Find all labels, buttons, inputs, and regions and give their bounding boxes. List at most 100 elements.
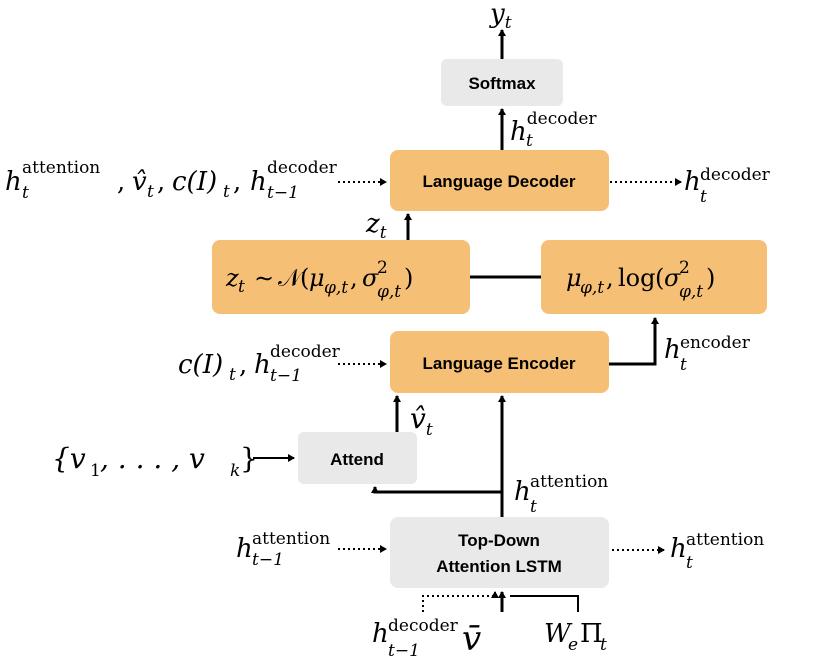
svg-text:h: h [254,350,271,380]
label-encoder-inputs: c(I) t , h decoder t−1 [178,342,341,386]
svg-text:h: h [664,335,681,365]
svg-text:t−1: t−1 [388,641,420,661]
svg-text:, . . . , v: , . . . , v [100,442,205,475]
svg-text:h: h [372,619,389,649]
svg-text:log: log [618,264,656,292]
svg-text:h: h [670,534,687,564]
label-v-hat-t: v̂t [410,402,433,440]
svg-text:,: , [157,167,165,197]
svg-text:attention: attention [22,158,100,178]
svg-text:φ,t: φ,t [324,278,348,298]
svg-text:z: z [225,264,239,292]
svg-text:t: t [147,182,154,202]
attend-label: Attend [330,450,384,469]
svg-text:,: , [606,264,614,292]
topdown-label-line2: Attention LSTM [436,557,562,576]
svg-text:φ,t: φ,t [377,282,401,302]
svg-text:t: t [238,277,245,297]
svg-text:decoder: decoder [270,342,341,362]
latent-sample-box [212,240,470,314]
svg-text:φ,t: φ,t [679,282,703,302]
svg-text:σ: σ [362,264,379,292]
label-image-features: {v 1 , . . . , v k } [52,442,258,481]
svg-text:,: , [239,350,247,380]
svg-text:t: t [680,355,687,375]
svg-text:(: ( [655,264,664,292]
svg-text:): ) [706,264,715,292]
svg-text:t: t [223,182,230,202]
label-decoder-inputs: h attention t , v̂ t , c(I) t , h decode… [5,158,338,203]
svg-text:attention: attention [252,529,330,549]
svg-text:,: , [350,264,358,292]
language-decoder-box: Language Decoder [390,150,609,211]
svg-text:{v: {v [52,442,86,475]
svg-text:decoder: decoder [700,165,771,185]
latent-params-formula: μ φ,t , log ( σ 2 φ,t ) [566,258,715,302]
svg-text:h: h [684,167,701,197]
svg-text:2: 2 [679,258,690,278]
svg-text:e: e [568,635,578,655]
svg-text:σ: σ [664,264,681,292]
arrow-encoder-to-params [609,317,659,366]
svg-text:encoder: encoder [680,333,751,353]
softmax-box: Softmax [441,59,563,106]
svg-text:t: t [229,365,236,385]
svg-text:h: h [5,167,22,197]
svg-text:,: , [233,167,241,197]
topdown-lstm-box: Top-Down Attention LSTM [390,517,609,588]
label-bottom-inputs: h decoder t−1 v̄ W e Π t [372,616,607,661]
label-h-attention-mid: h attention t [514,472,608,517]
svg-text:t−1: t−1 [270,366,302,386]
svg-text:∼: ∼ [254,264,274,292]
attend-box: Attend [298,432,417,484]
latent-sample-formula: z t ∼ 𝒩 ( μ φ,t , σ 2 φ,t ) [225,258,413,302]
label-z-t: zt [365,209,387,243]
label-y-t: yt [489,0,512,33]
svg-text:t: t [530,497,537,517]
svg-text:φ,t: φ,t [580,278,604,298]
svg-text:v̂: v̂ [132,167,147,197]
svg-text:t: t [600,635,607,655]
label-h-decoder-softmax-sub: t [526,131,533,151]
language-encoder-box: Language Encoder [390,331,609,393]
svg-text:): ) [404,264,413,292]
svg-text:2: 2 [377,258,388,278]
svg-text:h: h [250,167,267,197]
svg-text:decoder: decoder [388,616,459,636]
label-h-decoder-softmax: hdecoder [510,109,597,147]
svg-text:decoder: decoder [267,158,338,178]
svg-text:(: ( [300,264,309,292]
label-decoder-output: h decoder t [684,165,771,207]
svg-text:1: 1 [90,461,101,481]
language-encoder-label: Language Encoder [422,354,575,373]
svg-text:Π: Π [580,619,603,649]
label-h-attention-prev: h attention t−1 [236,529,330,570]
svg-text:c(I): c(I) [172,167,217,197]
svg-text:k: k [230,461,240,481]
svg-text:h: h [236,534,253,564]
svg-text:attention: attention [686,530,764,550]
svg-text:μ: μ [309,264,325,292]
softmax-label: Softmax [468,74,536,93]
svg-text:t: t [686,553,693,573]
svg-text:t: t [700,187,707,207]
arrow-hattention-to-attend [371,486,502,494]
svg-text:,: , [117,167,125,197]
svg-text:t−1: t−1 [252,550,284,570]
svg-text:t: t [22,183,29,203]
svg-text:attention: attention [530,472,608,492]
topdown-label-line1: Top-Down [458,531,540,550]
svg-text:c(I): c(I) [178,350,223,380]
label-h-encoder: h encoder t [664,333,751,375]
svg-text:}: } [240,442,258,475]
label-h-attention-out: h attention t [670,530,764,573]
arrow-word-to-topdown [510,595,579,612]
svg-text:t−1: t−1 [267,183,299,203]
language-decoder-label: Language Decoder [422,172,575,191]
latent-params-box [541,240,767,314]
dotted-hdecoder-to-topdown [422,591,499,612]
svg-text:h: h [514,477,531,507]
svg-text:v̄: v̄ [462,619,481,659]
svg-text:𝒩: 𝒩 [278,264,305,292]
